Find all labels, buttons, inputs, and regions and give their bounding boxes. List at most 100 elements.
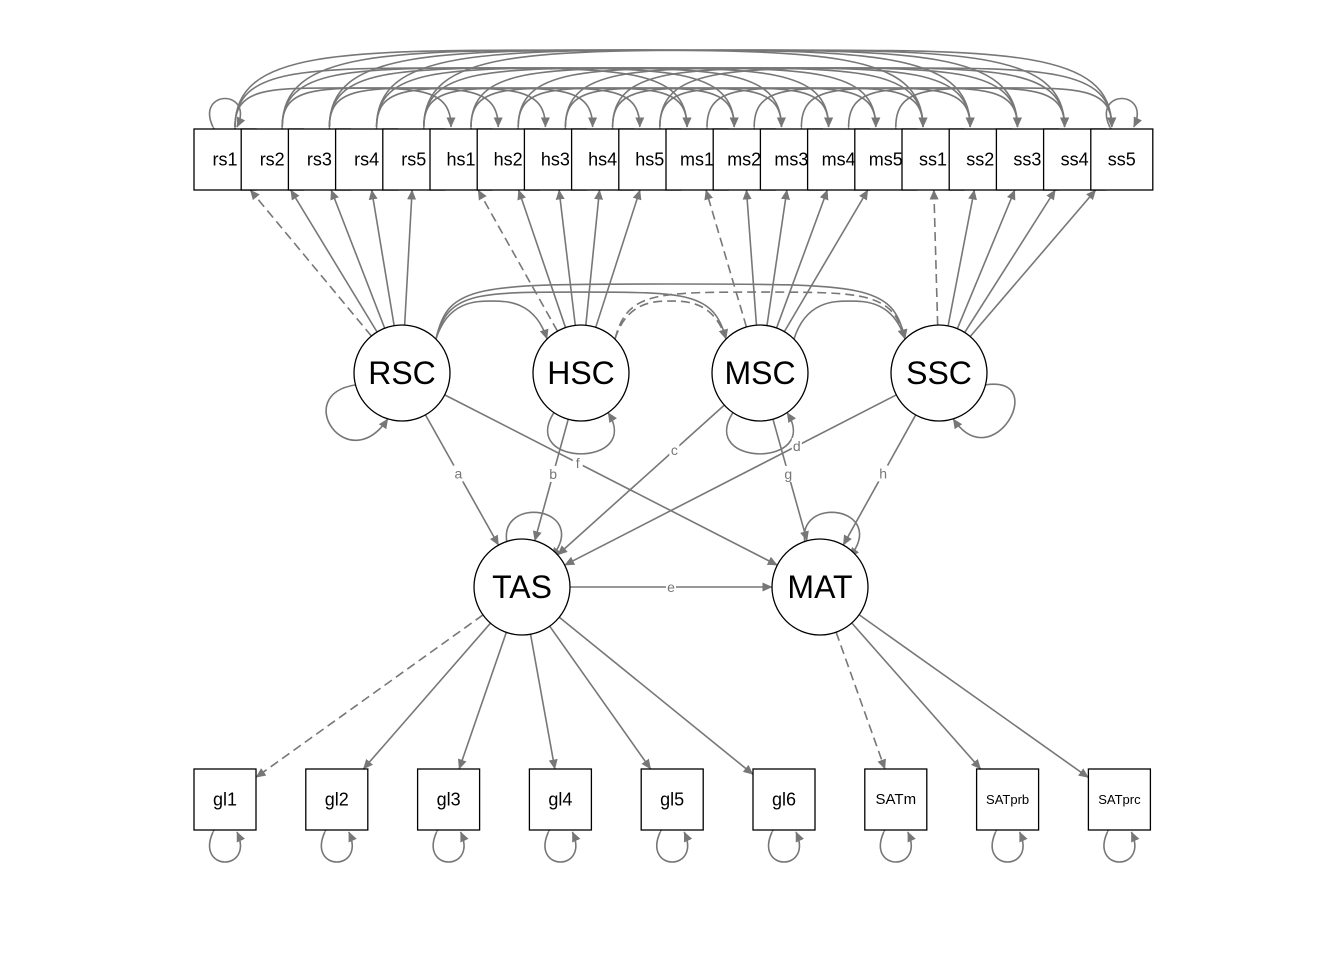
latent-cov-hsc-msc: [607, 300, 728, 350]
loading-mat-satprb: [851, 622, 982, 770]
residual-cov-ms5-ss5: [891, 87, 1117, 137]
observed-node-gl3: gl3: [416, 768, 481, 831]
latent-node-circle: [771, 538, 869, 636]
regression-ssc-tas: [564, 394, 897, 566]
loading-hsc-hs3: [555, 189, 577, 326]
residual-cov-rs3-ms3: [324, 67, 786, 137]
loading-msc-ms2: [742, 189, 758, 326]
observed-node-gl5: gl5: [640, 768, 704, 831]
path-label-bg: [666, 579, 676, 595]
path-label-bg: [783, 465, 794, 482]
observed-node-label: ss5: [1108, 150, 1136, 170]
observed-node-box: [1087, 768, 1152, 831]
observed-node-label: ms4: [822, 150, 856, 170]
residual-cov-hs2-ms2: [513, 87, 739, 137]
residual-cov-hs4-ms4: [608, 87, 834, 137]
residual-cov-ms1-ss1: [702, 87, 928, 137]
observed-node-label: rs1: [212, 150, 237, 170]
observed-node-gl1: gl1: [193, 768, 257, 831]
path-label-e: e: [667, 579, 675, 595]
observed-node-label: SATprc: [1098, 792, 1141, 807]
observed-node-satprc: SATprc: [1087, 768, 1152, 831]
latent-cov-rsc-ssc: [429, 283, 908, 350]
residual-cov-rs5-ms5: [419, 67, 881, 137]
loading-msc-ms3: [766, 189, 790, 326]
observed-node-label: hs5: [635, 150, 664, 170]
residual-cov-ms4-ss4: [844, 87, 1070, 137]
path-label-g: g: [784, 466, 792, 482]
loading-tas-gl6: [558, 616, 754, 775]
loading-tas-gl3: [457, 632, 508, 770]
observed-node-label: hs3: [541, 150, 570, 170]
path-label-h: h: [879, 465, 887, 481]
path-label-bg: [878, 465, 889, 482]
loading-tas-gl5: [549, 625, 652, 770]
latent-node-label: MSC: [724, 355, 795, 391]
variance-loop-gl5: [656, 821, 693, 863]
latent-node-circle: [890, 324, 988, 422]
latent-node-tas: TAS: [473, 538, 571, 636]
observed-node-label: hs2: [494, 150, 523, 170]
residual-cov-hs1-ss1: [466, 67, 928, 137]
observed-node-satm: SATm: [864, 768, 928, 831]
loading-msc-ms1: [704, 189, 748, 328]
regression-msc-tas: [557, 404, 725, 556]
loading-tas-gl1: [255, 614, 484, 778]
observed-node-label: ss2: [966, 150, 994, 170]
residual-cov-rs5-ss5: [419, 49, 1117, 137]
path-label-f: f: [576, 455, 580, 471]
regression-rsc-mat: [444, 394, 778, 566]
observed-node-label: ms3: [774, 150, 808, 170]
loading-mat-satm: [835, 631, 886, 770]
latent-node-label: SSC: [906, 355, 972, 391]
observed-node-label: ss4: [1061, 150, 1089, 170]
residual-cov-rs1-ms1: [230, 67, 692, 137]
latent-node-mat: MAT: [771, 538, 869, 636]
observed-node-label: gl1: [213, 790, 237, 810]
variance-loop-gl4: [544, 821, 581, 863]
loading-hsc-hs4: [585, 189, 604, 326]
observed-node-box: [193, 768, 257, 831]
latent-node-circle: [473, 538, 571, 636]
variance-loop-gl2: [320, 821, 357, 863]
residual-cov-hs3-ms3: [560, 87, 786, 137]
observed-node-ss5: ss5: [1090, 128, 1154, 191]
loading-ssc-ss4: [964, 189, 1056, 333]
observed-node-label: rs3: [307, 150, 332, 170]
residual-cov-rs2-hs2: [277, 87, 503, 137]
loading-ssc-ss1: [929, 189, 939, 326]
latent-node-ssc: SSC: [890, 324, 988, 422]
loading-mat-satprc: [858, 614, 1089, 779]
observed-node-label: rs2: [260, 150, 285, 170]
observed-node-label: ss1: [919, 150, 947, 170]
observed-node-box: [528, 768, 593, 831]
residual-cov-hs2-ss2: [513, 67, 975, 137]
residual-cov-rs1-hs1: [230, 87, 456, 137]
observed-node-label: hs4: [588, 150, 617, 170]
observed-node-label: gl3: [437, 790, 461, 810]
observed-node-gl4: gl4: [528, 768, 593, 831]
observed-node-label: ss3: [1013, 150, 1041, 170]
path-label-bg: [548, 465, 559, 482]
loading-rsc-rs5: [403, 189, 417, 326]
variance-loop-satm: [879, 821, 916, 863]
observed-node-box: [864, 768, 928, 831]
observed-node-label: gl6: [772, 790, 796, 810]
latent-cov-rsc-hsc: [428, 300, 549, 350]
variance-loop-msc: [725, 402, 796, 455]
loading-rsc-rs2: [290, 189, 378, 333]
variance-loop-tas: [504, 511, 563, 558]
loading-msc-ms5: [783, 189, 869, 333]
loading-msc-ms4: [775, 189, 829, 329]
path-label-bg: [669, 442, 680, 459]
observed-node-box: [1090, 128, 1154, 191]
residual-cov-ms3-ss3: [796, 87, 1022, 137]
loading-hsc-hs1: [477, 189, 559, 332]
residual-cov-rs4-hs4: [372, 87, 598, 137]
latent-node-label: TAS: [492, 569, 552, 605]
path-label-bg: [791, 437, 802, 454]
latent-cov-hsc-ssc: [608, 291, 907, 350]
residual-cov-hs3-ss3: [560, 67, 1022, 137]
